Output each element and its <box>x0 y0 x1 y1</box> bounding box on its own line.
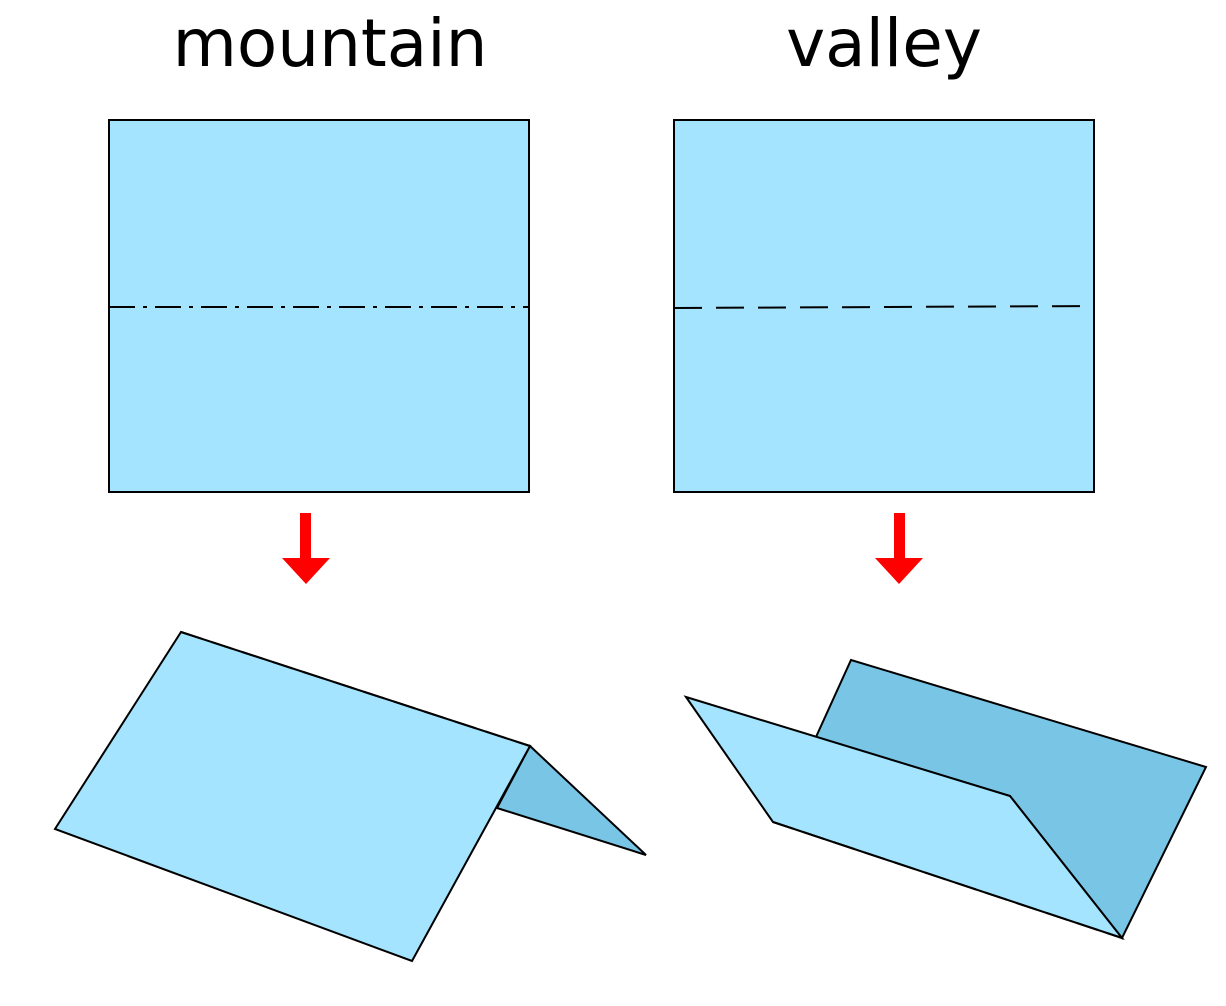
valley-arrow-shaft <box>894 513 905 559</box>
mountain-folded-paper <box>53 630 647 963</box>
arrow-down-icon <box>875 513 923 584</box>
mountain-arrow-head <box>282 558 330 584</box>
valley-fold-line <box>673 305 1095 309</box>
arrow-down-icon <box>282 513 330 584</box>
valley-flat-paper <box>673 119 1095 493</box>
mountain-arrow-shaft <box>300 513 311 559</box>
valley-folded-paper <box>683 658 1208 941</box>
mountain-panel: mountain <box>53 5 647 963</box>
mountain-title: mountain <box>173 5 488 82</box>
mountain-flat-paper <box>108 119 530 493</box>
valley-arrow-head <box>875 558 923 584</box>
valley-title: valley <box>786 5 982 82</box>
valley-crease-edge <box>772 821 1123 939</box>
valley-panel: valley <box>673 5 1208 941</box>
mountain-ridge-edge <box>180 631 531 747</box>
mountain-front-face <box>53 630 532 963</box>
